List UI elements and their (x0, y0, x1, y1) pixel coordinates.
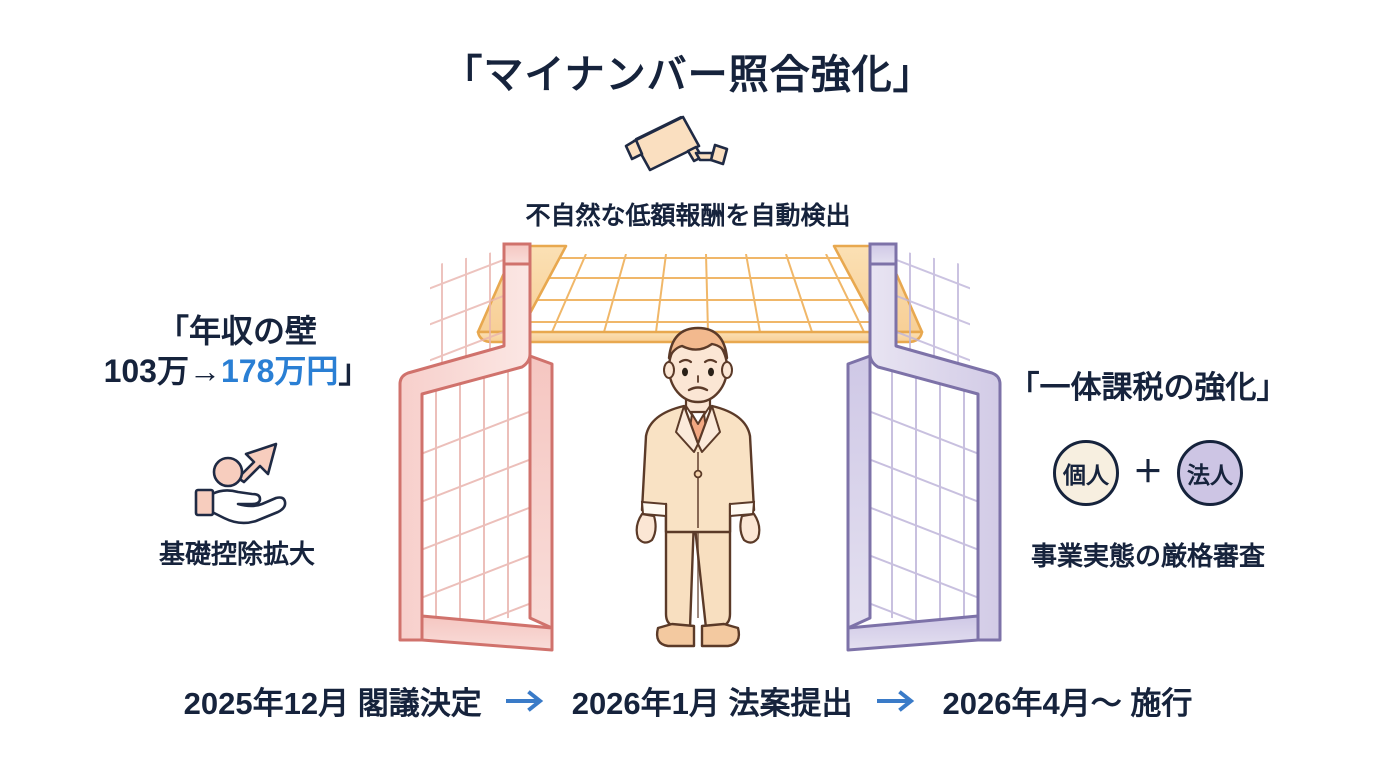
entity-circle-corporate: 法人 (1177, 440, 1243, 506)
left-title-highlight: 178万円 (220, 352, 339, 389)
right-title-text: 「一体課税の強化」 (1008, 370, 1288, 405)
page-title: 「マイナンバー照合強化」 (442, 53, 934, 97)
right-section-title: 「一体課税の強化」 (966, 362, 1330, 407)
timeline-step-1: 2025年12月 閣議決定 (183, 686, 482, 721)
entity-circle-individual: 個人 (1053, 440, 1119, 506)
left-title-line1: 「年収の壁 (156, 313, 317, 349)
timeline-arrow-icon-1 (504, 688, 550, 714)
timeline-arrow-icon-2 (875, 688, 921, 714)
worried-businessman-illustration (635, 326, 761, 648)
timeline: 2025年12月 閣議決定 2026年1月 法案提出 2026年4月〜 施行 (0, 678, 1376, 723)
left-title-before: 103万→ (103, 352, 221, 389)
plus-icon: ＋ (1133, 456, 1163, 489)
timeline-step-3: 2026年4月〜 施行 (942, 686, 1193, 721)
right-wall-net (846, 242, 1002, 652)
enclosure-scene (370, 236, 1030, 656)
entity-combination: 個人 ＋ 法人 (966, 440, 1330, 506)
left-section-caption: 基礎控除拡大 (158, 539, 315, 569)
hand-rising-arrow-icon (182, 432, 294, 528)
right-section-caption: 事業実態の厳格審査 (1030, 541, 1265, 571)
camera-caption: 不自然な低額報酬を自動検出 (525, 202, 851, 230)
security-camera-icon (620, 112, 756, 174)
timeline-step-2: 2026年1月 法案提出 (571, 686, 853, 721)
left-title-after: 」 (338, 352, 371, 389)
left-wall-net (398, 242, 554, 652)
left-section-title: 「年収の壁 103万→178万円」 (52, 312, 422, 391)
